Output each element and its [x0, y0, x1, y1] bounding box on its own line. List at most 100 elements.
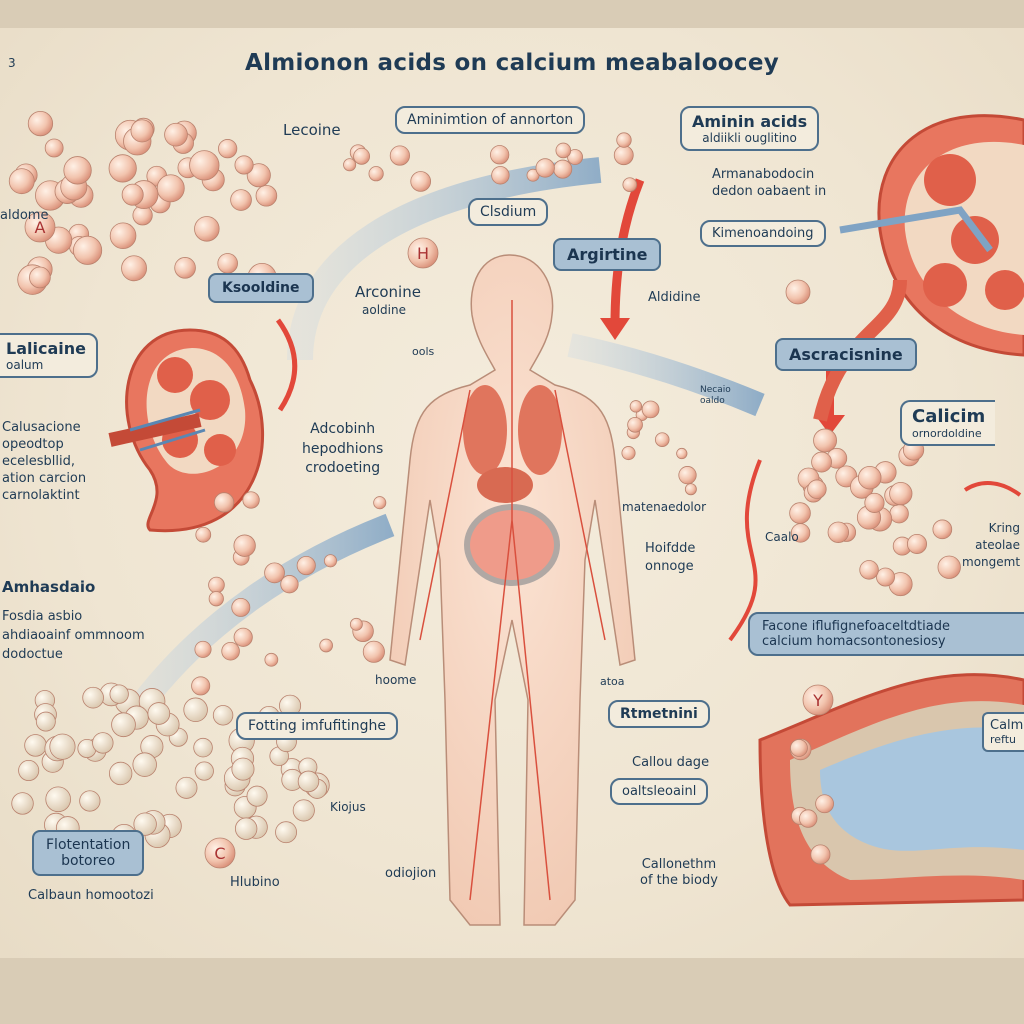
- molecule-ball: [27, 110, 54, 137]
- molecule-ball: [889, 481, 913, 506]
- molecule-ball: [49, 733, 76, 760]
- label-kring: Kring ateolae mongemt: [962, 520, 1020, 570]
- letter-badge: Y: [812, 691, 823, 710]
- amh-paragraph: Fosdia asbio ahdiaoainf ommnoom dodoctue: [2, 608, 145, 665]
- molecule-ball: [490, 145, 510, 165]
- calloneth-line: Callonethm: [641, 857, 717, 872]
- molecule-ball: [82, 686, 104, 709]
- molecule-ball: [233, 627, 253, 647]
- molecule-ball: [230, 189, 252, 211]
- label-aminoab-1: Armanabodocin: [712, 167, 815, 182]
- mid-small-line: Necaio: [700, 385, 731, 395]
- label-callou: Callou dage: [632, 755, 710, 770]
- molecule-ball: [11, 792, 34, 815]
- molecule-ball: [234, 817, 258, 840]
- label-aldiine: Aldidine: [648, 290, 701, 305]
- label-cols: ools: [412, 345, 435, 358]
- flow-arrow-top: [287, 157, 602, 361]
- box-calcium: Clsdium: [468, 198, 549, 226]
- molecule-ball: [92, 732, 114, 754]
- label-hlubino: Hlubino: [230, 875, 280, 890]
- molecule-ball: [292, 799, 315, 822]
- kring-line: Kring: [988, 521, 1021, 535]
- box-lalicaine: Lalicaine oalum: [0, 333, 98, 378]
- calicim-title: Calicim: [912, 406, 986, 427]
- molecule-ball: [213, 492, 235, 513]
- molecule-ball: [18, 760, 40, 782]
- left-para-line: carnolaktint: [2, 487, 80, 503]
- molecule-ball: [255, 184, 278, 207]
- molecule-ball: [616, 132, 632, 148]
- molecule-ball: [932, 519, 953, 540]
- hofdde-line: onnoge: [645, 559, 694, 575]
- molecule-ball: [343, 158, 357, 172]
- box-calicim: Calicim ornordoldine: [900, 400, 996, 446]
- molecule-ball: [35, 711, 56, 732]
- label-hoome: hoome: [375, 673, 417, 687]
- box-flot: Flotentation botoreo: [32, 830, 145, 876]
- molecule-ball: [790, 739, 808, 757]
- label-calloneth: Callonethm of the biody: [640, 857, 718, 888]
- label-atoa: atoa: [600, 675, 625, 688]
- molecule-ball: [373, 496, 387, 510]
- label-adcobinh: Adcobinh hepodhions crodoeting: [302, 420, 383, 479]
- molecule-ball: [678, 466, 697, 485]
- label-calbaun: Calbaun homootozi: [28, 888, 154, 903]
- molecule-ball: [349, 617, 363, 631]
- molecule-ball: [189, 150, 220, 181]
- molecule-ball: [231, 598, 251, 617]
- flow-arrow-right: [567, 333, 765, 417]
- molecule-ball: [684, 483, 697, 496]
- molecule-ball: [73, 235, 103, 265]
- molecule-ball: [907, 533, 928, 554]
- label-kiojus: Kiojus: [330, 800, 366, 814]
- molecule-ball: [535, 158, 555, 178]
- human-body-illustration: [389, 254, 636, 926]
- label-leucine: Lecoine: [283, 121, 341, 139]
- molecule-ball: [827, 521, 850, 543]
- flow-arrow-left: [120, 513, 395, 727]
- box-kscoidine: Ksooldine: [208, 273, 314, 303]
- molecule-ball: [567, 149, 584, 166]
- molecule-ball: [802, 684, 834, 716]
- molecule-ball: [242, 491, 260, 509]
- molecule-ball: [859, 560, 879, 580]
- molecule-ball: [491, 166, 510, 185]
- box-asc: Ascracisnine: [775, 338, 917, 371]
- molecule-ball: [799, 809, 818, 828]
- kidney-left-illustration: [108, 328, 264, 533]
- molecule-ball: [195, 526, 212, 543]
- molecule-ball: [217, 253, 238, 274]
- molecule-ball: [194, 216, 220, 242]
- molecule-ball: [641, 400, 660, 419]
- letter-badge: H: [417, 244, 429, 263]
- molecule-ball: [121, 255, 147, 282]
- molecule-ball: [193, 737, 213, 758]
- flot-line: botoreo: [61, 853, 116, 869]
- molecule-ball: [323, 554, 338, 568]
- lalicaine-sub: oalum: [6, 358, 44, 372]
- kidney-right-illustration: [813, 114, 1024, 422]
- molecule-ball: [319, 638, 333, 653]
- molecule-ball: [208, 576, 225, 594]
- left-para-line: ation carcion: [2, 470, 87, 486]
- molecule-ball: [29, 266, 51, 289]
- label-adome: aldome: [0, 208, 49, 223]
- molecule-ball: [204, 837, 236, 869]
- box-calts: oaltsleoainl: [610, 778, 709, 805]
- molecule-ball: [813, 428, 837, 453]
- molecule-ball: [24, 734, 47, 757]
- amino-acids-sub: aldiikli ouglitino: [702, 131, 797, 145]
- molecule-ball: [208, 591, 224, 607]
- molecule-ball: [79, 790, 101, 812]
- molecule-ball: [174, 257, 196, 279]
- molecule-ball: [246, 163, 271, 188]
- molecule-ball: [807, 479, 827, 499]
- box-rtmetnin: Rtmetnini: [608, 700, 710, 728]
- molecule-ball: [194, 761, 214, 781]
- mid-small-line: oaldo: [700, 395, 725, 406]
- lalicaine-title: Lalicaine: [6, 339, 86, 358]
- calm-line: reftu: [990, 733, 1017, 746]
- kring-line: ateolae: [975, 537, 1021, 552]
